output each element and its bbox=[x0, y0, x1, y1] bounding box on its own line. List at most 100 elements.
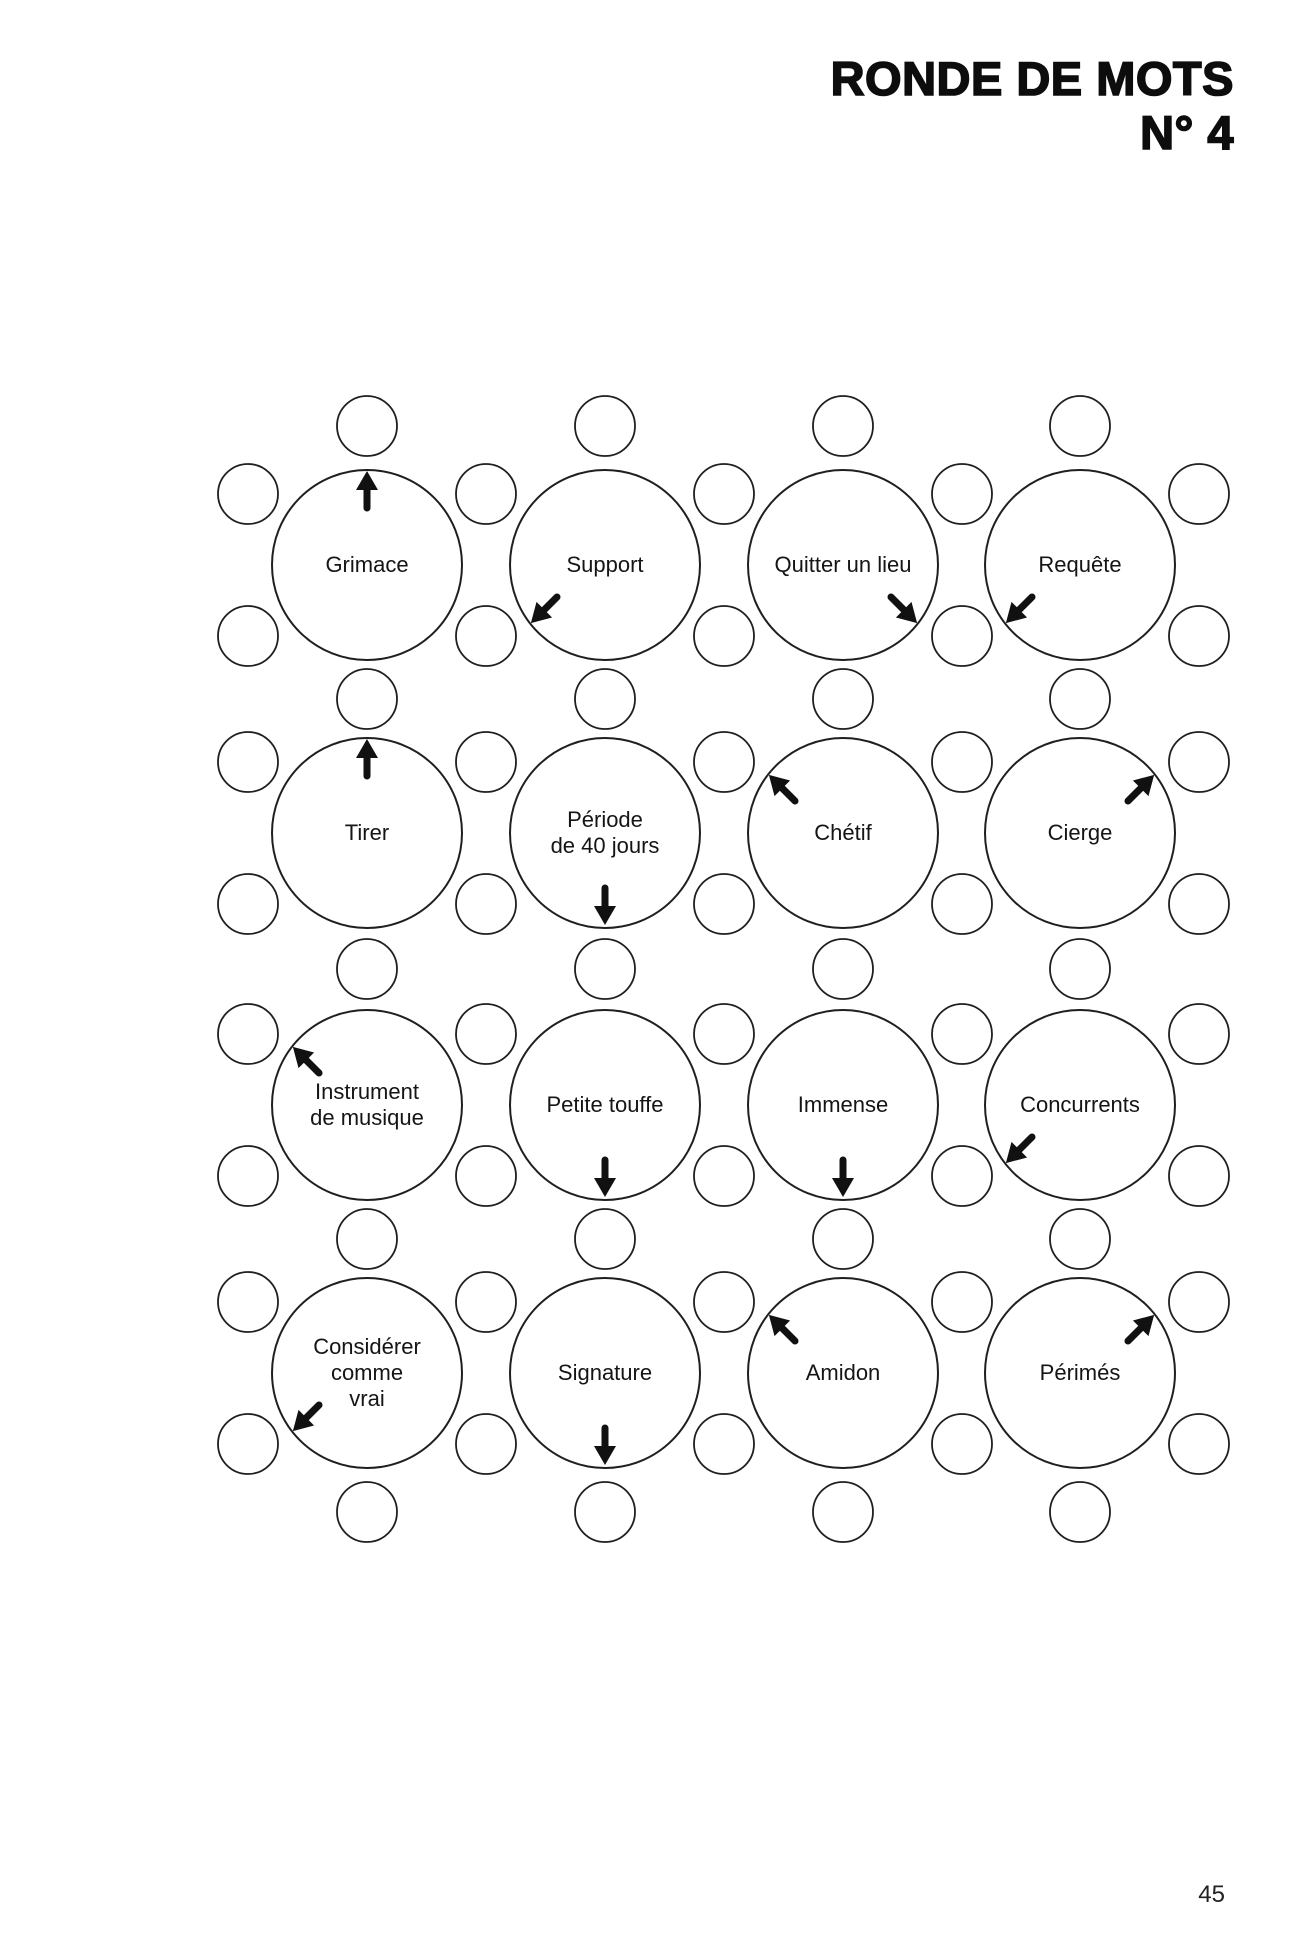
letter-cell bbox=[931, 605, 993, 667]
letter-cell bbox=[455, 605, 517, 667]
clue-circle bbox=[984, 469, 1176, 661]
direction-arrow-up-left bbox=[292, 1046, 323, 1077]
letter-cell bbox=[931, 873, 993, 935]
letter-cell bbox=[336, 395, 398, 457]
letter-cell bbox=[574, 1208, 636, 1270]
clue-circle bbox=[271, 1277, 463, 1469]
letter-cell bbox=[217, 731, 279, 793]
letter-cell bbox=[931, 463, 993, 525]
puzzle-title: RONDE DE MOTS bbox=[830, 51, 1235, 106]
letter-cell bbox=[574, 668, 636, 730]
clue-label: Période de 40 jours bbox=[550, 807, 660, 858]
letter-cell bbox=[336, 1481, 398, 1543]
letter-cell bbox=[574, 938, 636, 1000]
letter-cell bbox=[1168, 1413, 1230, 1475]
direction-arrow-down-left bbox=[1005, 593, 1036, 624]
direction-arrow-down bbox=[594, 1424, 616, 1465]
letter-cell bbox=[1168, 731, 1230, 793]
page-number: 45 bbox=[1198, 1881, 1225, 1908]
letter-cell bbox=[1049, 1481, 1111, 1543]
letter-cell bbox=[455, 731, 517, 793]
letter-cell bbox=[931, 1003, 993, 1065]
letter-cell bbox=[455, 1271, 517, 1333]
letter-cell bbox=[812, 1208, 874, 1270]
letter-cell bbox=[693, 1145, 755, 1207]
letter-cell bbox=[693, 873, 755, 935]
letter-cell bbox=[455, 463, 517, 525]
clue-circle bbox=[509, 469, 701, 661]
clue-circle bbox=[509, 1277, 701, 1469]
letter-cell bbox=[693, 605, 755, 667]
clue-circle bbox=[984, 1277, 1176, 1469]
clue-circle bbox=[271, 469, 463, 661]
direction-arrow-down-left bbox=[1005, 1133, 1036, 1164]
letter-cell bbox=[1168, 463, 1230, 525]
clue-label: Considérer comme vrai bbox=[313, 1334, 421, 1411]
letter-cell bbox=[217, 1145, 279, 1207]
letter-cell bbox=[455, 1003, 517, 1065]
letter-cell bbox=[693, 1413, 755, 1475]
clue-circle bbox=[509, 1009, 701, 1201]
letter-cell bbox=[693, 1003, 755, 1065]
letter-cell bbox=[336, 1208, 398, 1270]
letter-cell bbox=[812, 668, 874, 730]
letter-cell bbox=[336, 938, 398, 1000]
clue-circle bbox=[271, 1009, 463, 1201]
clue-circle bbox=[271, 737, 463, 929]
direction-arrow-up bbox=[356, 471, 378, 512]
letter-cell bbox=[1168, 873, 1230, 935]
direction-arrow-down bbox=[594, 884, 616, 925]
letter-cell bbox=[693, 463, 755, 525]
letter-cell bbox=[812, 1481, 874, 1543]
direction-arrow-down-left bbox=[292, 1401, 323, 1432]
letter-cell bbox=[812, 938, 874, 1000]
clue-circle bbox=[509, 737, 701, 929]
direction-arrow-down-right bbox=[887, 593, 918, 624]
letter-cell bbox=[217, 1413, 279, 1475]
direction-arrow-up-left bbox=[768, 1314, 799, 1345]
letter-cell bbox=[455, 873, 517, 935]
letter-cell bbox=[1049, 395, 1111, 457]
letter-cell bbox=[693, 731, 755, 793]
direction-arrow-up-right bbox=[1124, 1314, 1155, 1345]
clue-label: Quitter un lieu bbox=[774, 552, 912, 578]
clue-label: Requête bbox=[1038, 552, 1122, 578]
letter-cell bbox=[812, 395, 874, 457]
letter-cell bbox=[1049, 668, 1111, 730]
clue-label: Instrument de musique bbox=[310, 1079, 424, 1130]
letter-cell bbox=[1168, 1145, 1230, 1207]
clue-label: Tirer bbox=[344, 820, 390, 846]
letter-cell bbox=[336, 668, 398, 730]
direction-arrow-up-left bbox=[768, 774, 799, 805]
letter-cell bbox=[1168, 1003, 1230, 1065]
clue-circle bbox=[747, 1277, 939, 1469]
direction-arrow-up bbox=[356, 739, 378, 780]
letter-cell bbox=[1168, 1271, 1230, 1333]
clue-circle bbox=[984, 1009, 1176, 1201]
clue-label: Périmés bbox=[1039, 1360, 1121, 1386]
letter-cell bbox=[1168, 605, 1230, 667]
clue-label: Cierge bbox=[1047, 820, 1113, 846]
letter-cell bbox=[693, 1271, 755, 1333]
letter-cell bbox=[1049, 1208, 1111, 1270]
clue-label: Support bbox=[566, 552, 644, 578]
clue-circle bbox=[747, 1009, 939, 1201]
clue-label: Immense bbox=[797, 1092, 889, 1118]
clue-label: Chétif bbox=[814, 820, 872, 846]
letter-cell bbox=[217, 1271, 279, 1333]
clue-label: Grimace bbox=[325, 552, 409, 578]
letter-cell bbox=[217, 873, 279, 935]
direction-arrow-up-right bbox=[1124, 774, 1155, 805]
letter-cell bbox=[574, 395, 636, 457]
direction-arrow-down-left bbox=[530, 593, 561, 624]
clue-label: Amidon bbox=[805, 1360, 881, 1386]
letter-cell bbox=[931, 731, 993, 793]
letter-cell bbox=[931, 1271, 993, 1333]
clue-circle bbox=[984, 737, 1176, 929]
page-header: RONDE DE MOTS N° 4 bbox=[830, 51, 1235, 159]
letter-cell bbox=[217, 1003, 279, 1065]
letter-cell bbox=[1049, 938, 1111, 1000]
